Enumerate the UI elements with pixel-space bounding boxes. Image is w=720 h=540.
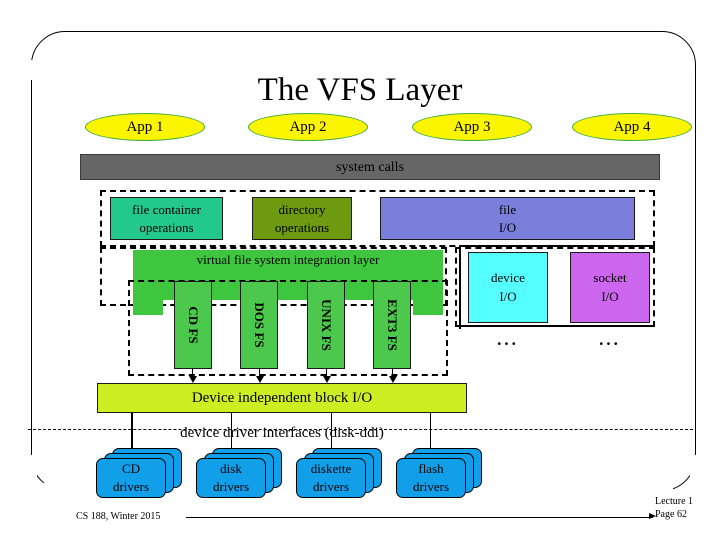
app-bubble-2-label: App 2 — [289, 119, 327, 135]
socket-io-line2: I/O — [601, 288, 619, 304]
driver-card-front-flash[interactable]: flash drivers — [396, 458, 466, 498]
app-bubble-1[interactable]: App 1 — [85, 113, 205, 141]
arrow-unix-fs-to-block-io — [326, 369, 328, 378]
operations-group-dashed-border — [100, 190, 655, 247]
frame-mask-left-bottom — [29, 455, 37, 495]
system-calls-bar: system calls — [80, 154, 660, 180]
footer-rule — [186, 517, 653, 518]
file-container-operations-line1: file container — [132, 201, 201, 217]
device-io-line1: device — [491, 270, 525, 286]
app-bubble-2[interactable]: App 2 — [248, 113, 368, 141]
frame-mask-left-top — [29, 60, 33, 80]
arrow-block-io-to-disk-drivers — [231, 413, 233, 455]
filesystem-box-ext3-fs[interactable]: EXT3 FS — [373, 281, 411, 369]
filesystem-box-unix-fs-label: UNIX FS — [319, 299, 334, 351]
device-io-line2: I/O — [499, 288, 517, 304]
arrow-head-unix-fs — [322, 376, 331, 383]
vfs-integration-layer-label: virtual file system integration layer — [196, 252, 380, 267]
arrow-block-io-to-flash-drivers — [430, 413, 432, 461]
arrow-block-io-to-cd-drivers — [131, 413, 134, 455]
filesystem-box-dos-fs[interactable]: DOS FS — [240, 281, 278, 369]
filesystems-dashed-border — [128, 280, 448, 376]
app-bubble-1-label: App 1 — [126, 119, 164, 135]
io-group-solid-bottom-edge — [459, 325, 655, 327]
filesystem-box-cd-fs-label: CD FS — [186, 306, 201, 344]
page-title: The VFS Layer — [257, 72, 463, 108]
device-io-box[interactable]: device I/O — [468, 252, 548, 323]
driver-card-front-disk[interactable]: disk drivers — [196, 458, 266, 498]
frame-mask-right-bottom — [690, 455, 700, 495]
arrow-block-io-to-diskette-drivers — [331, 413, 333, 461]
arrow-dos-fs-to-block-io — [259, 369, 261, 378]
driver-stack-cd[interactable]: CD drivers — [96, 448, 184, 498]
filesystem-box-dos-fs-label: DOS FS — [252, 302, 267, 348]
arrow-cd-fs-to-block-io — [192, 369, 194, 378]
filesystem-box-unix-fs[interactable]: UNIX FS — [307, 281, 345, 369]
footer-arrow-head — [649, 513, 656, 519]
driver-flash-line1: flash — [418, 461, 444, 477]
driver-stack-diskette[interactable]: diskette drivers — [296, 448, 384, 498]
app-bubble-3[interactable]: App 3 — [412, 113, 532, 141]
app-bubble-4-label: App 4 — [613, 119, 651, 135]
directory-operations-line2: operations — [274, 219, 330, 235]
driver-flash-line2: drivers — [412, 479, 450, 494]
file-io-line2: I/O — [498, 219, 517, 235]
socket-io-ellipsis: ... — [599, 330, 621, 349]
driver-disk-line2: drivers — [212, 479, 250, 494]
block-io-bar[interactable]: Device independent block I/O — [97, 383, 467, 413]
filesystem-box-ext3-fs-label: EXT3 FS — [385, 299, 400, 351]
device-io-ellipsis: ... — [497, 330, 519, 349]
arrow-head-cd-fs — [188, 376, 197, 383]
device-driver-interface-label: device driver interfaces (disk-ddi) — [180, 425, 384, 441]
filesystem-box-cd-fs[interactable]: CD FS — [174, 281, 212, 369]
driver-card-front-diskette[interactable]: diskette drivers — [296, 458, 366, 498]
vfs-integration-layer-leg-right — [413, 300, 443, 315]
arrow-head-dos-fs — [255, 376, 264, 383]
io-group-solid-top-edge — [459, 245, 655, 247]
driver-stack-flash[interactable]: flash drivers — [396, 448, 484, 498]
arrow-head-ext3-fs — [388, 376, 397, 383]
driver-diskette-line1: diskette — [310, 461, 352, 477]
arrow-ext3-fs-to-block-io — [392, 369, 394, 378]
driver-disk-line1: disk — [220, 461, 242, 477]
file-io-line1: file — [498, 201, 517, 217]
driver-diskette-line2: drivers — [312, 479, 350, 494]
footer-page-label: Page 62 — [655, 509, 687, 520]
driver-stack-disk[interactable]: disk drivers — [196, 448, 284, 498]
directory-operations-line1: directory — [278, 201, 326, 217]
footer-lecture-info: Lecture 1 Page 62 — [655, 495, 693, 521]
socket-io-box[interactable]: socket I/O — [570, 252, 650, 323]
app-bubble-4[interactable]: App 4 — [572, 113, 692, 141]
io-group-solid-left-edge — [459, 245, 461, 329]
file-io-box[interactable]: file I/O — [380, 197, 635, 240]
driver-cd-line1: CD — [121, 461, 141, 477]
vfs-integration-layer-leg-left — [133, 300, 163, 315]
footer-lecture-label: Lecture 1 — [655, 496, 694, 507]
driver-card-front-cd[interactable]: CD drivers — [96, 458, 166, 498]
device-driver-interface-line — [28, 429, 693, 430]
app-bubble-3-label: App 3 — [453, 119, 491, 135]
file-container-operations-box[interactable]: file container operations — [110, 197, 223, 240]
file-container-operations-line2: operations — [139, 219, 194, 235]
socket-io-line1: socket — [593, 270, 627, 286]
footer-course-label: CS 188, Winter 2015 — [76, 511, 161, 522]
directory-operations-box[interactable]: directory operations — [252, 197, 352, 240]
driver-cd-line2: drivers — [112, 479, 150, 494]
